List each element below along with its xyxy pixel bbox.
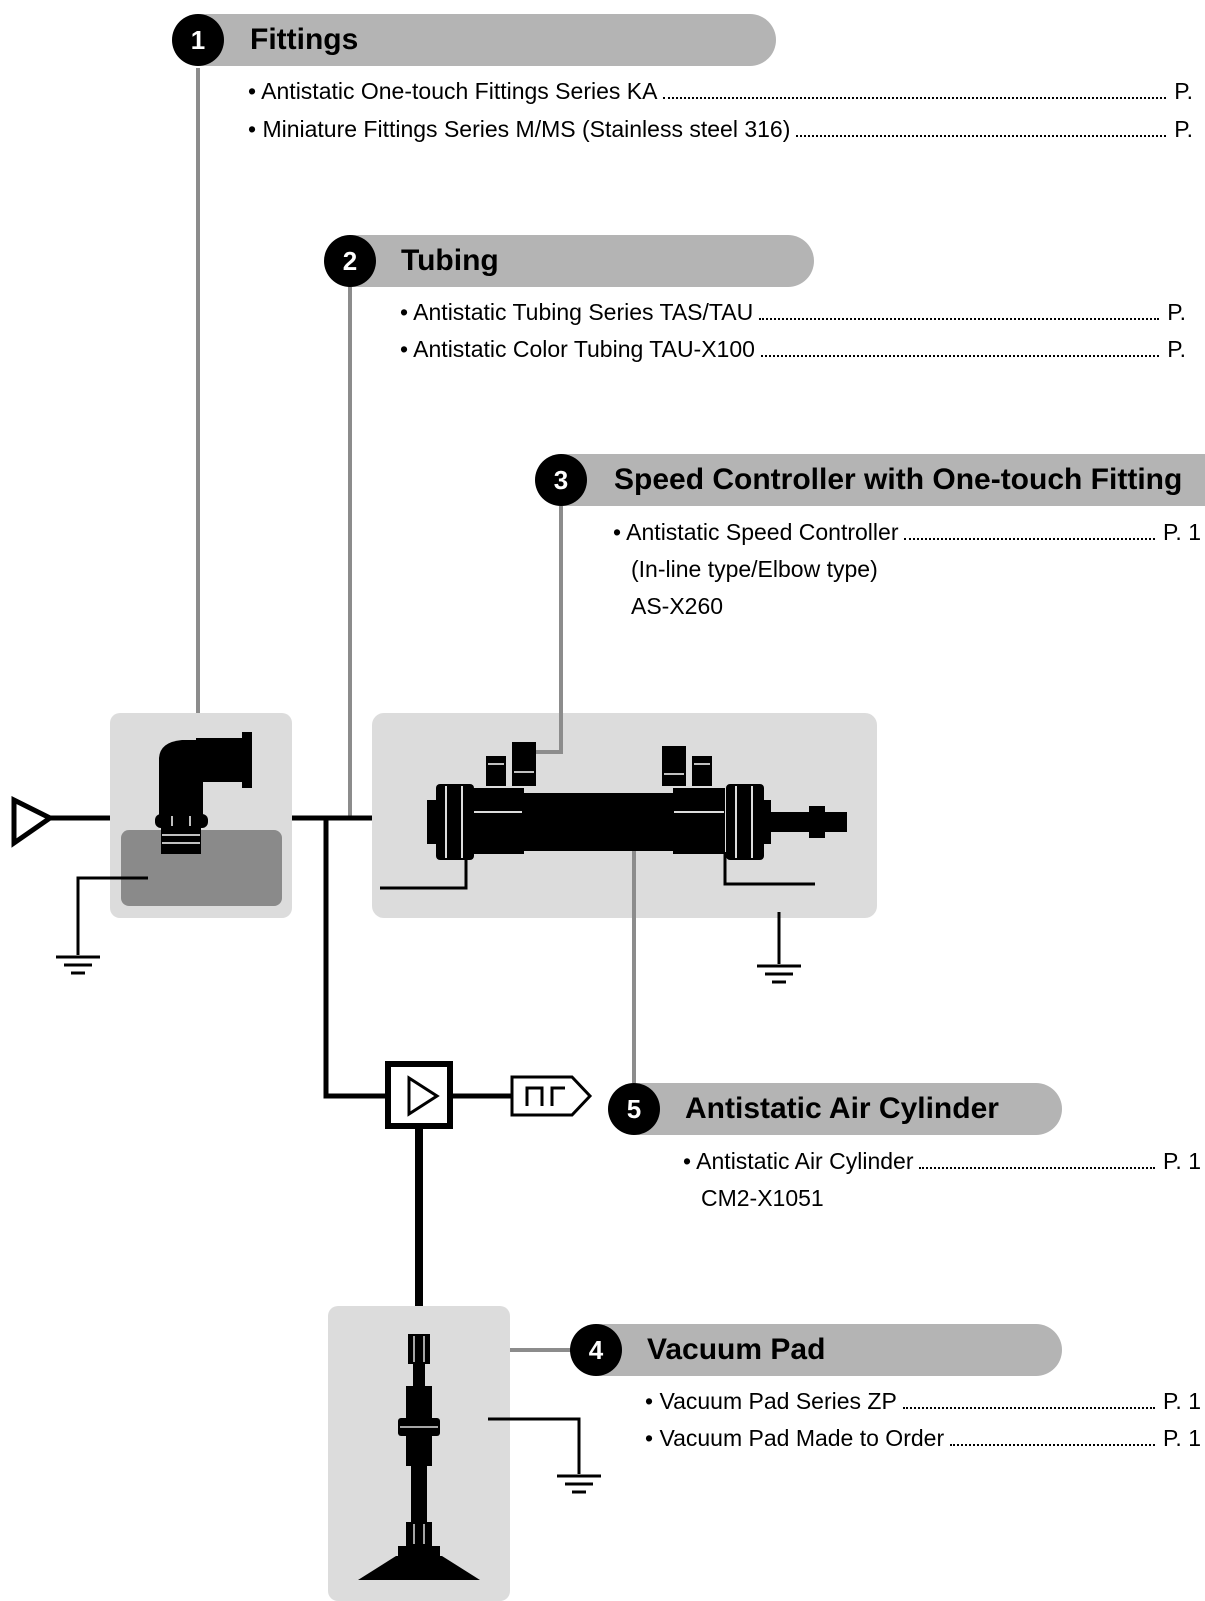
leader-3 (525, 506, 563, 754)
badge-5: 5 (608, 1083, 660, 1135)
fittings-item-1: • Antistatic One-touch Fittings Series K… (248, 76, 1193, 106)
leader-dots (902, 1407, 1156, 1409)
leader-dots (796, 135, 1167, 137)
ground-1 (56, 876, 148, 975)
air-source-symbol (11, 795, 55, 848)
tubing-item-1: • Antistatic Tubing Series TAS/TAU P. (400, 297, 1186, 327)
ground-3 (488, 1417, 601, 1494)
item-label: • Vacuum Pad Series ZP (645, 1388, 897, 1414)
badge-2: 2 (324, 235, 376, 287)
elbow-fitting-icon (155, 732, 252, 854)
speed-controller-item-1: • Antistatic Speed Controller P. 1 (613, 517, 1201, 547)
leader-dots (904, 538, 1156, 540)
vacuum-pad-item-1: • Vacuum Pad Series ZP P. 1 (645, 1386, 1201, 1416)
page-ref: P. 1 (1163, 519, 1201, 545)
header-band-fittings (198, 14, 776, 66)
leader-dots (950, 1444, 1156, 1446)
air-cylinder-item-1: • Antistatic Air Cylinder P. 1 (683, 1146, 1201, 1176)
item-label: • Antistatic Speed Controller (613, 519, 899, 545)
silencer-symbol (510, 1075, 593, 1117)
air-cylinder-icon (427, 742, 847, 860)
page-ref: P. (1167, 299, 1186, 325)
item-label: • Antistatic One-touch Fittings Series K… (248, 78, 658, 104)
mount-bracket-left (380, 852, 468, 890)
ground-2 (757, 912, 801, 984)
page-ref: P. (1174, 116, 1193, 142)
leader-dots (663, 97, 1167, 99)
fittings-item-2: • Miniature Fittings Series M/MS (Stainl… (248, 114, 1193, 144)
item-label: • Antistatic Color Tubing TAU-X100 (400, 336, 755, 362)
item-label: • Antistatic Tubing Series TAS/TAU (400, 299, 754, 325)
speed-controller-model-line: AS-X260 (631, 593, 724, 619)
header-band-tubing (350, 235, 814, 287)
badge-3: 3 (535, 454, 587, 506)
badge-4: 4 (570, 1324, 622, 1376)
mount-bracket-right (723, 852, 815, 886)
air-cylinder-model-line: CM2-X1051 (701, 1185, 824, 1211)
leader-dots (760, 355, 1160, 357)
page-ref: P. 1 (1163, 1148, 1201, 1174)
item-label: • Antistatic Air Cylinder (683, 1148, 914, 1174)
page-ref: P. (1174, 78, 1193, 104)
vacuum-pad-item-2: • Vacuum Pad Made to Order P. 1 (645, 1423, 1201, 1453)
section-title-vacuum-pad: Vacuum Pad (647, 1333, 826, 1366)
section-title-air-cylinder: Antistatic Air Cylinder (685, 1092, 999, 1125)
vacuum-pad-icon (358, 1334, 480, 1580)
tubing-item-2: • Antistatic Color Tubing TAU-X100 P. (400, 334, 1186, 364)
page-ref: P. 1 (1163, 1425, 1201, 1451)
branch-pipe (323, 818, 388, 1099)
section-title-fittings: Fittings (250, 23, 359, 56)
section-title-speed-controller: Speed Controller with One-touch Fitting (614, 463, 1183, 496)
header-band-air-cylinder (634, 1083, 1062, 1135)
header-band-speed-controller (561, 454, 1205, 506)
leader-dots (759, 318, 1160, 320)
page-ref: P. 1 (1163, 1388, 1201, 1414)
speed-controller-fittings (486, 742, 712, 786)
page-ref: P. (1167, 336, 1186, 362)
valve-symbol (385, 1061, 453, 1129)
badge-1: 1 (172, 14, 224, 66)
fitting-tank (121, 830, 282, 906)
item-label: • Miniature Fittings Series M/MS (Stainl… (248, 116, 791, 142)
section-title-tubing: Tubing (401, 244, 499, 277)
leader-dots (919, 1167, 1156, 1169)
item-label: • Vacuum Pad Made to Order (645, 1425, 945, 1451)
header-band-vacuum-pad (596, 1324, 1062, 1376)
speed-controller-type-line: (In-line type/Elbow type) (631, 556, 878, 582)
